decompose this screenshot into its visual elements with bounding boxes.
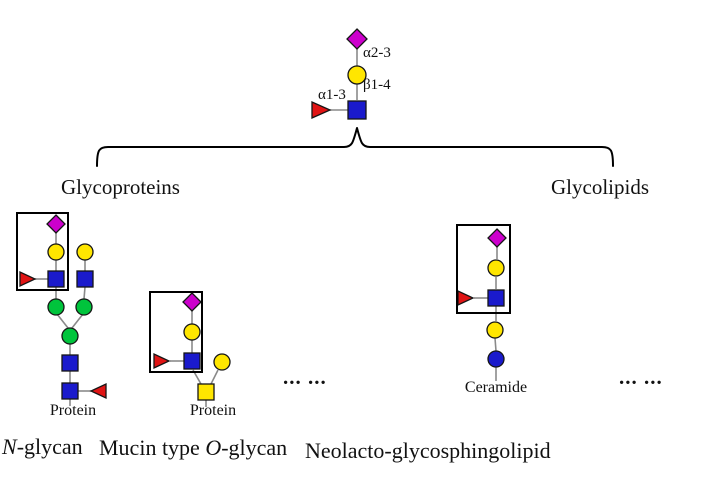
n-glycan-name-rest: -glycan: [16, 434, 83, 459]
neolacto-structure: [456, 224, 511, 381]
n-glycan-structure: [16, 212, 107, 406]
blue-square-icon: [347, 100, 367, 120]
yellow-circle-icon: [213, 353, 231, 371]
link-line: [56, 313, 69, 329]
red-triangle-icon: [311, 100, 332, 120]
yellow-circle-icon: [486, 321, 504, 339]
neolacto-name-label: Neolacto-glycosphingolipid: [305, 438, 551, 463]
linkage-label-a23: α2-3: [363, 45, 391, 61]
epitope-highlight-box: [456, 224, 511, 314]
link-line: [210, 369, 219, 385]
epitope-highlight-box: [149, 291, 203, 373]
magenta-diamond-icon: [487, 228, 507, 248]
yellow-circle-icon: [76, 243, 94, 261]
n-glycan-anchor-label: Protein: [49, 402, 97, 419]
o-glycan-structure: [149, 291, 231, 407]
n-glycan-name-label: N-glycan: [2, 435, 83, 458]
yellow-circle-icon: [47, 243, 65, 261]
red-triangle-icon: [19, 270, 37, 288]
red-triangle-icon: [457, 289, 475, 307]
n-glycan-name-italic: N: [2, 434, 17, 459]
ellipsis-middle: ... ...: [283, 365, 327, 389]
blue-square-icon: [61, 354, 79, 372]
o-glycan-anchor-label: Protein: [189, 402, 237, 419]
o-glycan-name-rest: -glycan: [221, 435, 288, 460]
linkage-label-b14: β1-4: [363, 77, 391, 93]
green-circle-icon: [75, 298, 93, 316]
blue-square-icon: [183, 352, 201, 370]
red-triangle-icon: [153, 352, 171, 370]
o-glycan-name-prefix: Mucin type: [99, 435, 206, 460]
green-circle-icon: [61, 327, 79, 345]
branch-label-glycoproteins: Glycoproteins: [61, 175, 180, 199]
magenta-diamond-icon: [182, 292, 202, 312]
green-circle-icon: [47, 298, 65, 316]
blue-square-icon: [76, 270, 94, 288]
root-glycan-structure: [311, 28, 368, 120]
linkage-label-a13: α1-3: [318, 87, 346, 103]
ellipsis-right: ... ...: [619, 365, 663, 389]
link-line: [71, 313, 84, 329]
magenta-diamond-icon: [46, 214, 66, 234]
o-glycan-name-label: Mucin type O-glycan: [99, 436, 287, 459]
branch-brace: [96, 127, 614, 167]
neolacto-anchor-label: Ceramide: [464, 379, 528, 396]
blue-square-icon: [487, 289, 505, 307]
link-line: [494, 337, 497, 352]
branch-label-glycolipids: Glycolipids: [551, 175, 649, 199]
yellow-square-icon: [197, 383, 215, 401]
epitope-highlight-box: [16, 212, 69, 291]
yellow-circle-icon: [347, 65, 367, 85]
magenta-diamond-icon: [346, 28, 368, 50]
yellow-circle-icon: [487, 259, 505, 277]
blue-square-icon: [61, 382, 79, 400]
red-triangle-icon: [89, 382, 107, 400]
o-glycan-name-italic: O: [205, 435, 222, 460]
link-line: [83, 286, 86, 300]
blue-square-icon: [47, 270, 65, 288]
yellow-circle-icon: [183, 323, 201, 341]
blue-circle-icon: [487, 350, 505, 368]
